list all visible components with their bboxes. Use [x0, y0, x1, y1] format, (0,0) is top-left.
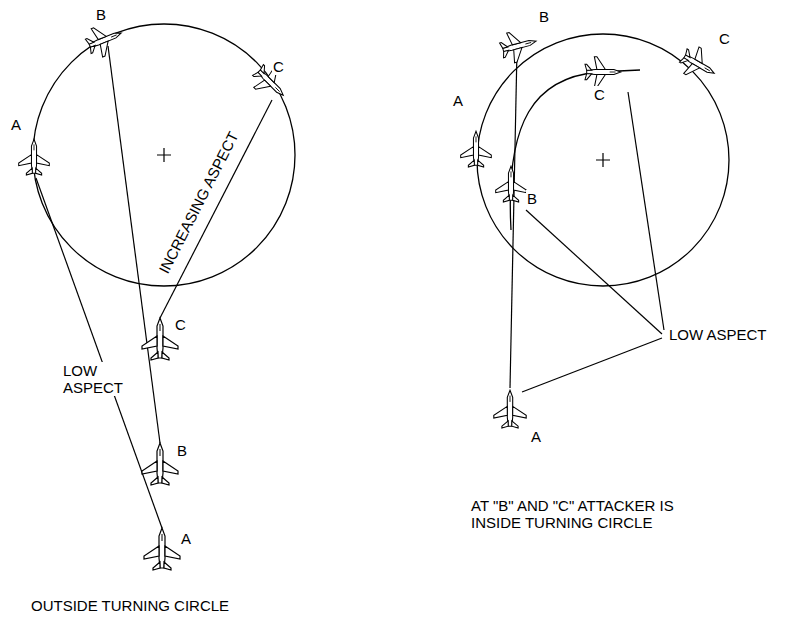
aspect-label: INCREASING ASPECT: [154, 128, 241, 277]
aspect-label: LOW ASPECT: [668, 326, 768, 343]
point-letter: B: [95, 6, 107, 23]
leader-line: [522, 338, 662, 392]
point-letter: C: [718, 30, 731, 47]
center-mark: [596, 153, 610, 167]
target-aircraft: [461, 131, 492, 167]
point-letter: B: [538, 8, 550, 25]
sight-line: [510, 50, 517, 388]
sight-line: [36, 178, 162, 528]
point-letter: C: [272, 58, 285, 75]
leader-line: [526, 210, 662, 334]
turning-circle: [33, 24, 295, 286]
target-aircraft: [676, 42, 722, 86]
target-aircraft: [247, 59, 294, 106]
attacker-aircraft: [496, 166, 527, 202]
point-letter: A: [10, 116, 22, 133]
caption-text: AT "B" AND "C" ATTACKER IS INSIDE TURNIN…: [470, 497, 717, 531]
target-aircraft: [498, 26, 540, 65]
attacker-aircraft: [494, 390, 526, 428]
point-letter: C: [593, 86, 606, 103]
point-letter: A: [530, 428, 542, 445]
point-letter: A: [180, 530, 192, 547]
point-letter: B: [176, 442, 188, 459]
caption-text: OUTSIDE TURNING CIRCLE: [30, 597, 230, 614]
flight-path: [510, 70, 640, 230]
attacker-aircraft: [585, 57, 621, 88]
attacker-aircraft: [144, 528, 180, 570]
point-letter: C: [174, 316, 187, 333]
leader-line: [628, 92, 664, 330]
attacker-aircraft: [142, 318, 178, 360]
attacker-aircraft: [142, 443, 178, 485]
point-letter: B: [526, 190, 538, 207]
target-aircraft: [19, 139, 50, 175]
target-aircraft: [83, 19, 128, 61]
sight-line: [160, 100, 272, 318]
aspect-label: LOW ASPECT: [62, 362, 134, 396]
center-mark: [157, 148, 171, 162]
point-letter: A: [452, 92, 464, 109]
